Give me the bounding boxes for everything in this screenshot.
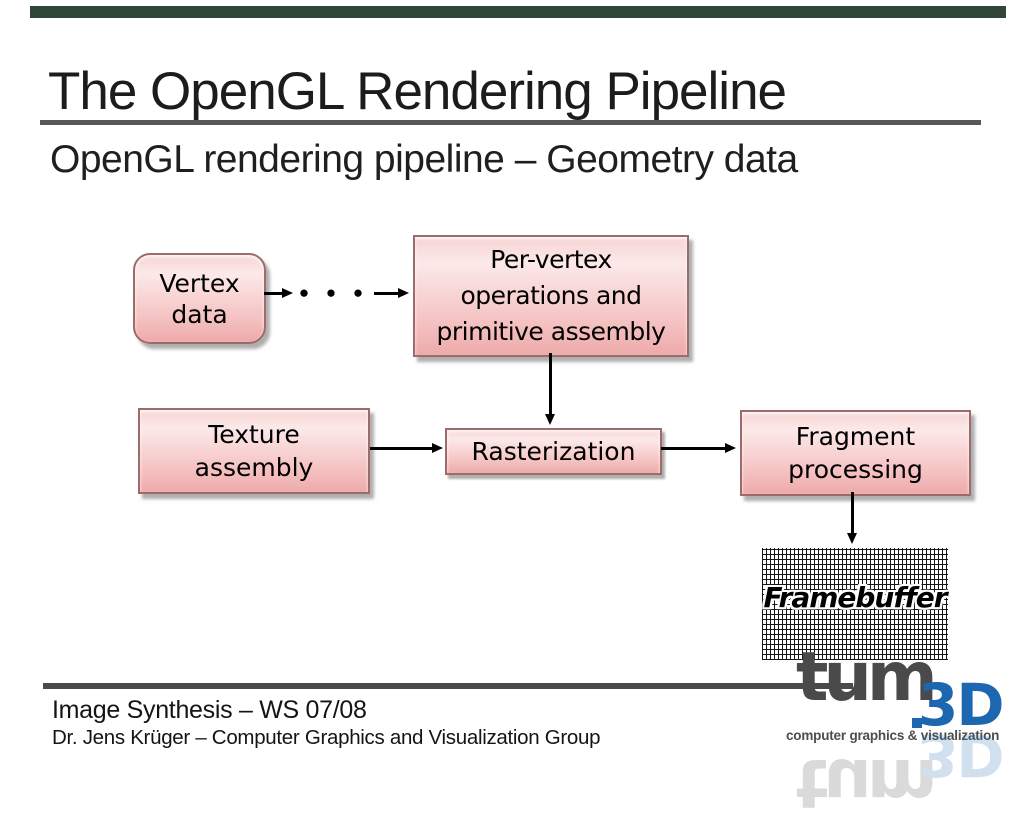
node-fragment-processing: Fragment processing [740, 410, 971, 496]
node-label-line: data [171, 299, 228, 329]
node-label-line: Texture [208, 420, 300, 449]
node-label-line: assembly [194, 453, 314, 482]
node-rasterization: Rasterization [445, 428, 662, 475]
footer-author-label: Dr. Jens Krüger – Computer Graphics and … [52, 726, 601, 749]
slide-subtitle: OpenGL rendering pipeline – Geometry dat… [50, 138, 798, 181]
logo-dot-icon [912, 718, 922, 728]
framebuffer-grid: Framebuffer [762, 548, 948, 660]
node-label-line: Fragment [795, 422, 916, 451]
framebuffer-label: Framebuffer [763, 581, 947, 614]
top-accent-bar [30, 6, 1006, 18]
tum3d-logo: tum 3D computer graphics & visualization… [778, 644, 1024, 822]
arrow-texture-to-rasterization [370, 443, 443, 453]
node-label-line: Rasterization [471, 437, 636, 466]
logo-tum-text: tum [796, 638, 938, 717]
title-divider [40, 120, 981, 125]
node-label-line: primitive assembly [436, 317, 666, 346]
logo-caption: computer graphics & visualization [786, 728, 1000, 743]
ellipsis-dots: ● ● ● [298, 283, 370, 302]
arrow-rasterization-to-fragment [661, 443, 736, 453]
node-label-line: operations and [460, 281, 642, 310]
footer-course-label: Image Synthesis – WS 07/08 [52, 696, 367, 724]
node-texture-assembly: Texture assembly [138, 408, 370, 494]
page-title: The OpenGL Rendering Pipeline [48, 62, 787, 121]
logo-3d-text: 3D [918, 671, 1005, 739]
node-vertex-data: Vertex data [133, 253, 266, 344]
arrow-fragment-to-framebuffer [847, 492, 857, 544]
node-label-line: Per-vertex [490, 245, 612, 274]
arrow-dots-to-pervertex [374, 288, 409, 298]
logo-tum-reflection: tum [796, 743, 933, 822]
node-label-line: Vertex [159, 268, 240, 298]
footer-divider [43, 683, 853, 689]
arrow-pervertex-to-rasterization [545, 353, 555, 425]
node-label-line: processing [788, 455, 923, 484]
arrow-vertex-to-dots [264, 288, 293, 298]
node-per-vertex-operations: Per-vertex operations and primitive asse… [413, 235, 689, 357]
